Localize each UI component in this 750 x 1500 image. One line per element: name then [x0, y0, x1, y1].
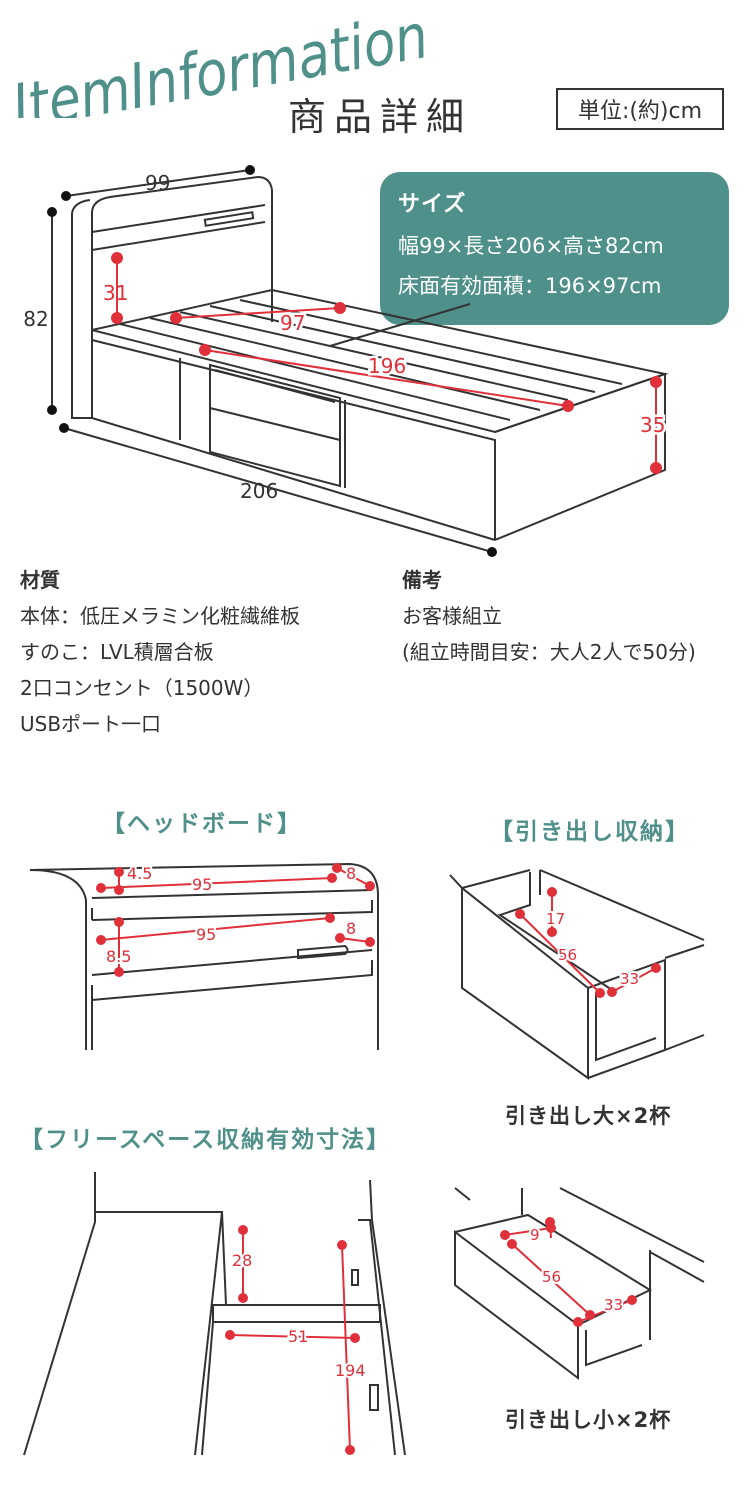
- hb-dim-shelf-side: 8: [346, 919, 356, 938]
- drawer-small-caption: 引き出し小×2杯: [505, 1408, 672, 1432]
- hb-dim-top-side: 8: [346, 864, 356, 883]
- fs-dim-height: 28: [232, 1251, 252, 1270]
- size-line-dimensions: 幅99×長さ206×高さ82cm: [398, 234, 664, 258]
- ld-dim-width: 33: [620, 970, 639, 988]
- material-line: 2口コンセント（1500W）: [20, 676, 264, 700]
- material-heading: 材質: [20, 568, 60, 592]
- fs-dim-length: 194: [335, 1361, 366, 1380]
- notes-line: お客様組立: [402, 604, 502, 628]
- free-space-diagram: 28 51 194: [23, 1172, 406, 1456]
- material-line: 本体：低圧メラミン化粧繊維板: [20, 604, 300, 628]
- size-info-box: サイズ 幅99×長さ206×高さ82cm 床面有効面積：196×97cm: [380, 172, 729, 325]
- material-section: 材質 本体：低圧メラミン化粧繊維板 すのこ：LVL積層合板 2口コンセント（15…: [20, 562, 300, 742]
- dim-height: 82: [23, 307, 48, 331]
- dim-side-height: 35: [640, 413, 665, 437]
- hb-dim-top-width: 95: [192, 875, 212, 894]
- hb-dim-shelf-width: 95: [196, 925, 216, 944]
- notes-heading: 備考: [402, 568, 442, 592]
- page-title: 商品詳細: [288, 95, 473, 139]
- free-space-title: 【フリースペース収納有効寸法】: [20, 1127, 392, 1153]
- notes-section: 備考 お客様組立 (組立時間目安：大人2人で50分): [402, 562, 696, 670]
- script-title-logo: ItemInformation: [7, 0, 433, 118]
- hb-dim-shelf-height: 8.5: [106, 947, 131, 966]
- size-heading: サイズ: [398, 192, 467, 217]
- headboard-diagram: 4.5 95 8 95 8 8.5: [29, 862, 379, 1050]
- ld-dim-length: 56: [558, 946, 577, 964]
- dim-inner-width: 97: [280, 311, 305, 335]
- small-drawer-diagram: 9 56 33: [454, 1187, 705, 1381]
- notes-line: (組立時間目安：大人2人で50分): [402, 640, 696, 664]
- bed-diagram: 99 82 206 31 97 196 35: [23, 165, 669, 557]
- sd-dim-width: 33: [604, 1296, 623, 1314]
- sd-dim-length: 56: [542, 1268, 561, 1286]
- material-line: すのこ：LVL積層合板: [20, 640, 214, 664]
- material-line: USBポート一口: [20, 712, 162, 736]
- unit-label: 単位:(約)cm: [556, 88, 724, 130]
- ld-dim-height: 17: [546, 910, 565, 928]
- fs-dim-width: 51: [288, 1327, 308, 1346]
- size-line-floor-area: 床面有効面積：196×97cm: [398, 274, 662, 298]
- dim-length: 206: [240, 479, 278, 503]
- drawer-storage-title: 【引き出し収納】: [490, 819, 690, 845]
- sd-dim-height: 9: [530, 1226, 540, 1244]
- large-drawer-diagram: 17 56 33: [449, 869, 705, 1080]
- dim-headboard-height: 31: [103, 281, 128, 305]
- drawer-large-caption: 引き出し大×2杯: [505, 1104, 672, 1128]
- hb-dim-top-depth: 4.5: [127, 864, 152, 883]
- headboard-title: 【ヘッドボード】: [102, 811, 302, 837]
- dim-width: 99: [145, 171, 170, 195]
- dim-inner-length: 196: [368, 354, 406, 378]
